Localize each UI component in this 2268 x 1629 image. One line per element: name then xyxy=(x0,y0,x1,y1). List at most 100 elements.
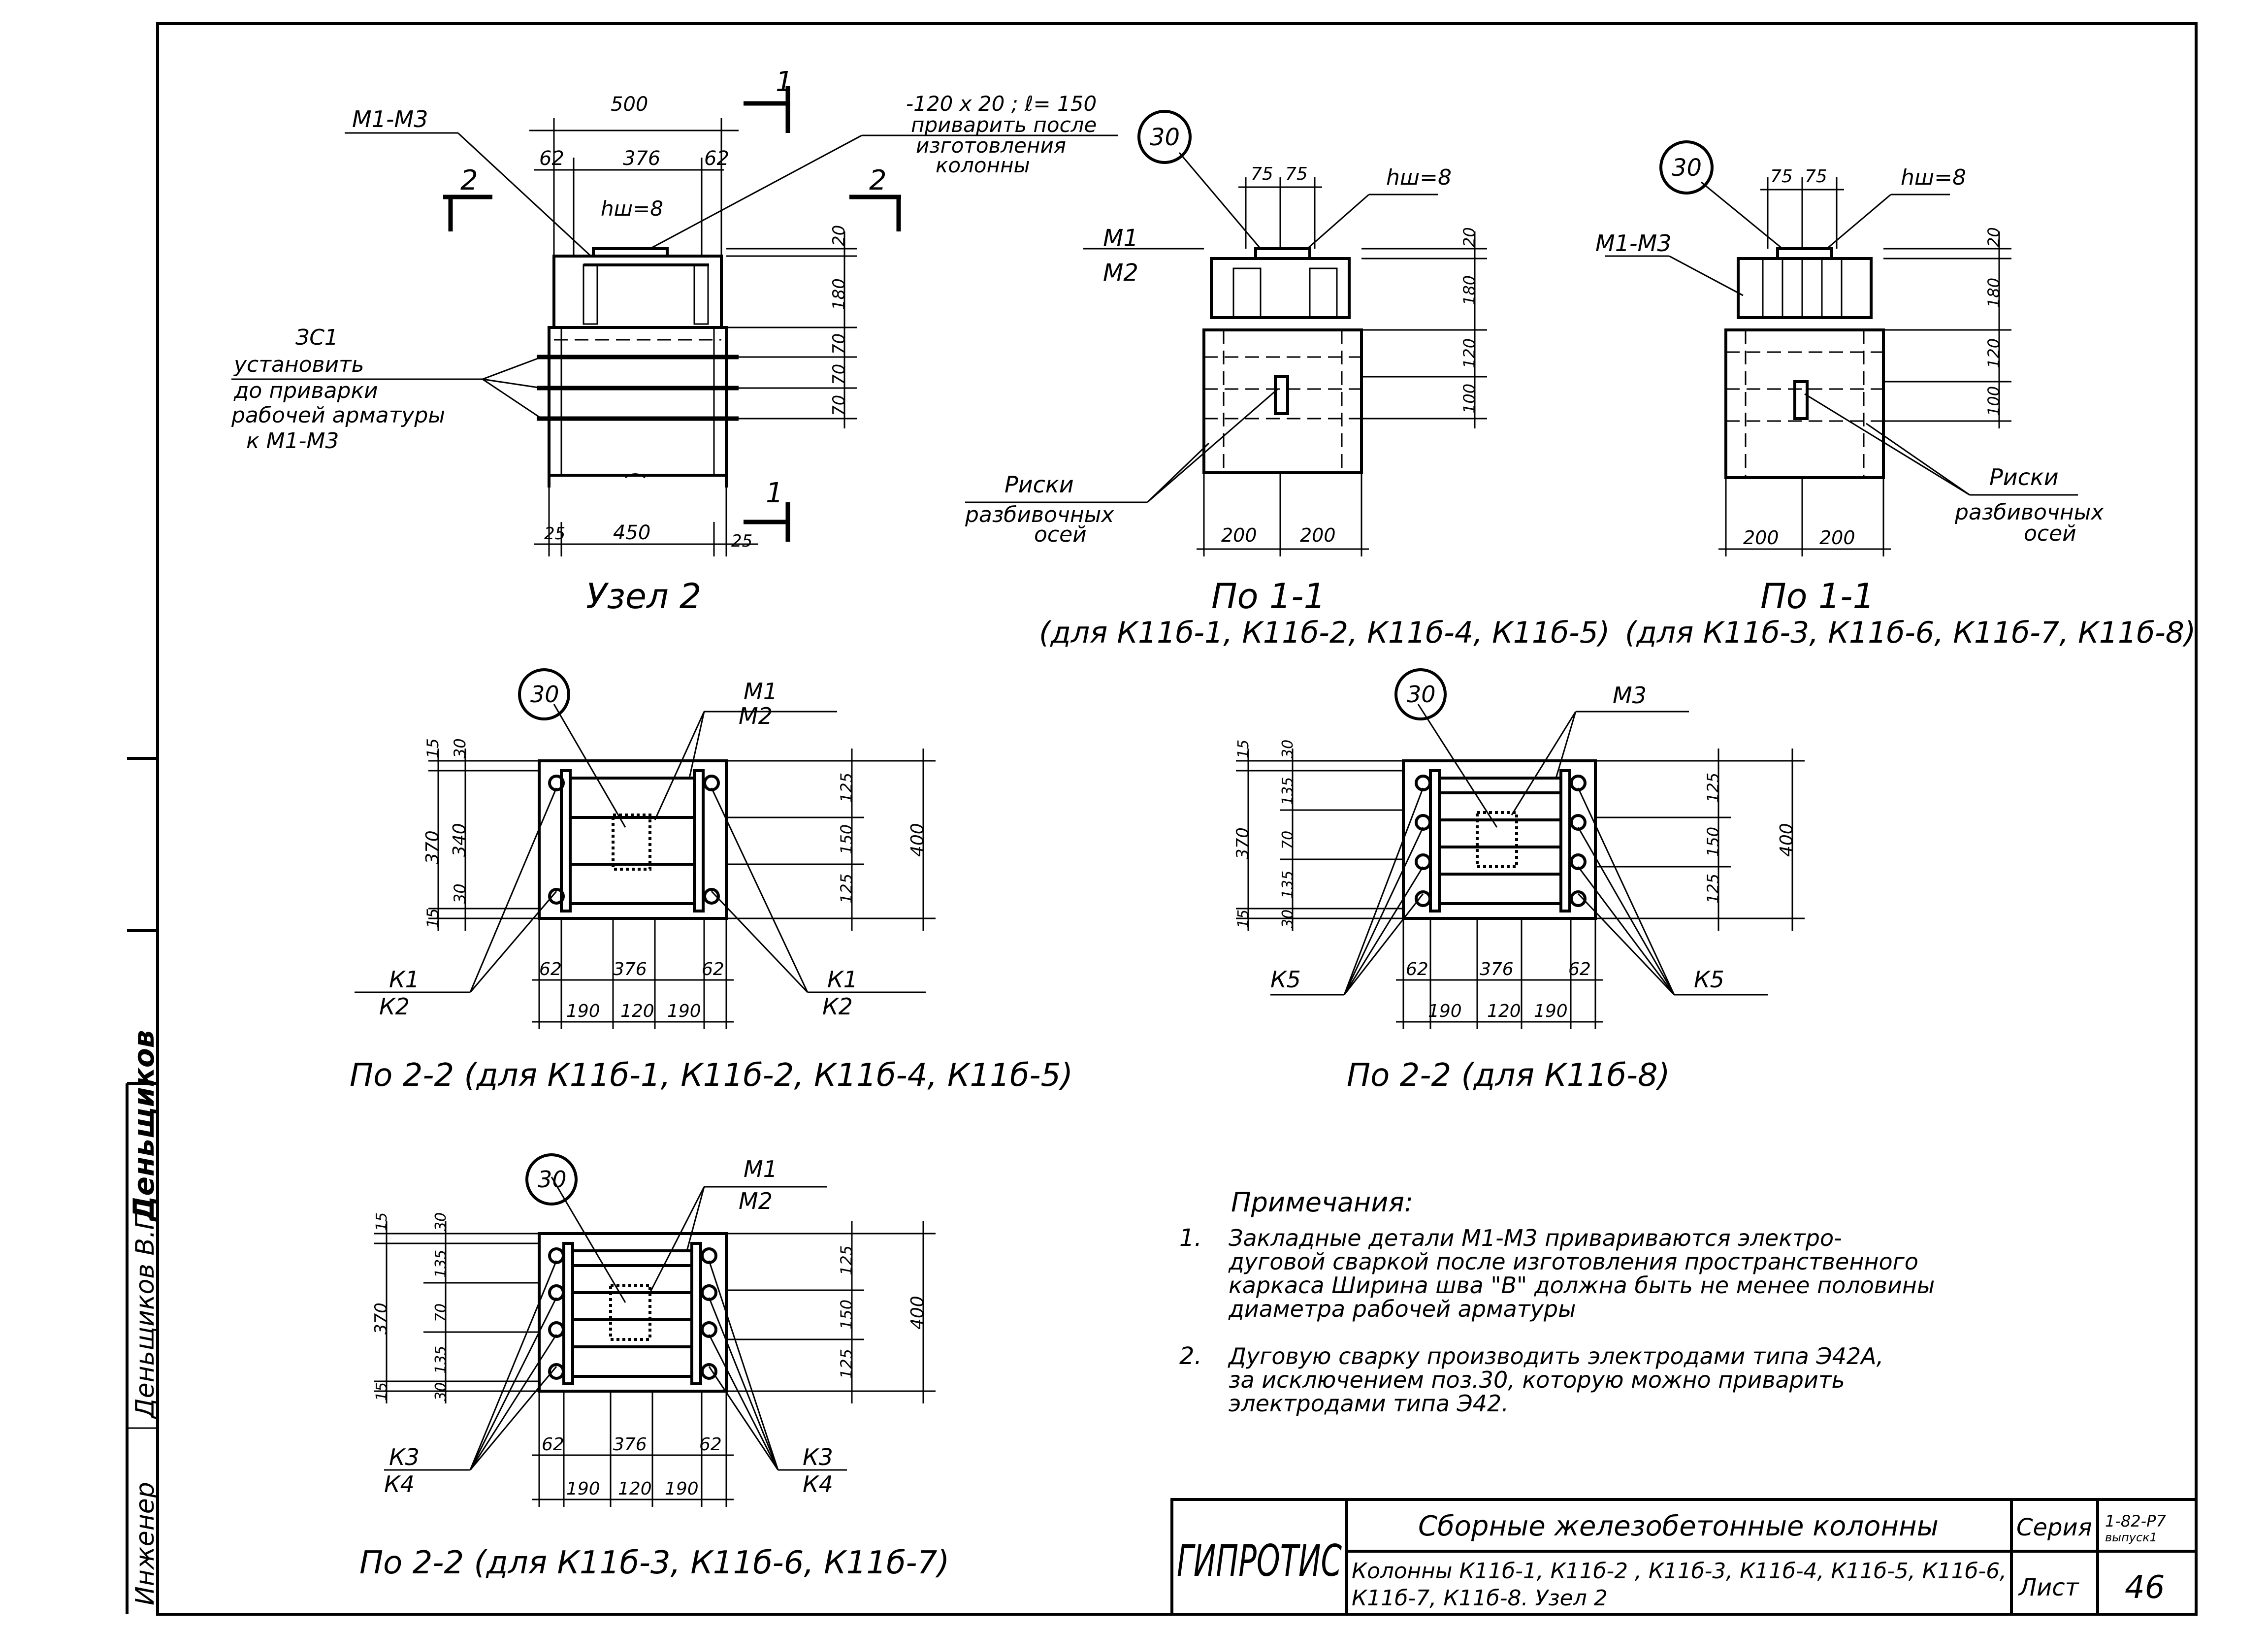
uzel-2-note-zs-1: ЗС1 xyxy=(295,325,338,350)
section-1-1-a-note-1: Риски xyxy=(1004,471,1074,498)
uzel-2-dim-62b: 62 xyxy=(704,147,729,170)
stamp-series-label: Серия xyxy=(2016,1514,2092,1541)
section-2-2-c-k4-left: К4 xyxy=(384,1471,415,1498)
section-2-2-a-dim-125b: 125 xyxy=(837,874,856,904)
note-1-line-4: диаметра рабочей арматуры xyxy=(1228,1296,1576,1322)
stamp-org: ГИПРОТИС xyxy=(1177,1535,1342,1586)
uzel-2-dim-25b: 25 xyxy=(731,531,752,551)
section-1-1-b-dim-180: 180 xyxy=(1984,278,2003,308)
section-2-2-a-dim-62b: 62 xyxy=(702,959,724,979)
section-1-1-a-dim-200b: 200 xyxy=(1300,524,1336,546)
section-2-2-a-dim-376: 376 xyxy=(613,959,647,979)
section-2-2-b-pos: 30 xyxy=(1407,681,1436,708)
section-2-2-a-dim-30a: 30 xyxy=(451,738,469,758)
section-2-2-c-dim-370: 370 xyxy=(371,1303,391,1335)
section-2-2-a-title: По 2-2 (для К11б-1, К11б-2, К11б-4, К11б… xyxy=(350,1057,1073,1094)
section-2-2-b-k5-right: К5 xyxy=(1694,966,1724,993)
section-1-1-b-note-2: разбивочных xyxy=(1954,500,2104,525)
section-1-1-a-weld-h: hш=8 xyxy=(1386,165,1452,190)
section-2-2-b-dim-135a: 135 xyxy=(1279,777,1296,805)
section-2-2-c-dim-70: 70 xyxy=(432,1303,450,1322)
stamp-series-value: 1-82-Р7 xyxy=(2105,1512,2166,1531)
stamp-title: Сборные железобетонные колонны xyxy=(1418,1510,1939,1542)
section-2-2-c-title: По 2-2 (для К11б-3, К11б-6, К11б-7) xyxy=(359,1545,949,1581)
note-2-line-2: за исключением поз.30, которую можно при… xyxy=(1229,1367,1845,1393)
uzel-2-section-1-bottom: 1 xyxy=(766,477,783,509)
section-2-2-a-view xyxy=(355,704,936,1029)
section-1-1-a-title: По 1-1 xyxy=(1211,576,1326,617)
uzel-2-note-zs-4: рабочей арматуры xyxy=(231,403,445,428)
section-2-2-c-dim-190b: 190 xyxy=(665,1479,699,1499)
section-2-2-a-dim-400: 400 xyxy=(907,823,928,857)
section-2-2-a-dim-15a: 15 xyxy=(423,738,442,758)
section-1-1-b-dim-200b: 200 xyxy=(1819,527,1855,549)
section-2-2-a-k1-right: К1 xyxy=(827,966,858,993)
uzel-2-dim-25a: 25 xyxy=(544,524,565,544)
uzel-2-view xyxy=(231,86,1118,556)
section-2-2-c-dim-30a: 30 xyxy=(432,1212,450,1231)
section-1-1-a-dim-180: 180 xyxy=(1460,275,1479,305)
uzel-2-note-zs-3: до приварки xyxy=(233,378,378,403)
section-1-1-b-dim-75a: 75 xyxy=(1770,166,1793,187)
uzel-2-note-zs-2: установить xyxy=(233,352,364,377)
section-1-1-a-pos: 30 xyxy=(1150,124,1180,151)
section-2-2-c-k3-left: К3 xyxy=(389,1444,420,1470)
stamp-sheet-label: Лист xyxy=(2018,1574,2080,1601)
section-2-2-c-pos: 30 xyxy=(538,1166,567,1193)
section-1-1-b-mark: М1-М3 xyxy=(1595,230,1672,257)
section-2-2-c-dim-30b: 30 xyxy=(432,1382,450,1401)
note-1-line-3: каркаса Ширина шва "В" должна быть не ме… xyxy=(1229,1272,1935,1299)
section-1-1-b-weld-h: hш=8 xyxy=(1901,165,1966,190)
position-30-marker-d xyxy=(1394,668,1447,720)
section-2-2-c-dim-125a: 125 xyxy=(837,1245,856,1275)
section-2-2-a-k2-right: К2 xyxy=(822,993,853,1020)
section-2-2-c-dim-125b: 125 xyxy=(837,1349,856,1379)
section-2-2-a-dim-30b: 30 xyxy=(451,883,469,904)
section-2-2-c-k4-right: К4 xyxy=(803,1471,833,1498)
section-1-1-a-subtitle: (для К11б-1, К11б-2, К11б-4, К11б-5) xyxy=(1039,616,1610,650)
position-30-marker-c xyxy=(518,668,570,720)
uzel-2-dim-70b: 70 xyxy=(829,364,849,385)
section-2-2-a-dim-120: 120 xyxy=(620,1001,654,1021)
section-2-2-b-dim-370: 370 xyxy=(1233,827,1253,859)
section-2-2-b-dim-376: 376 xyxy=(1480,959,1514,979)
section-1-1-b-title: По 1-1 xyxy=(1760,576,1875,617)
section-2-2-c-dim-62b: 62 xyxy=(699,1434,722,1455)
section-1-1-a-mark-m2: М2 xyxy=(1103,259,1138,287)
section-2-2-c-mark-m1: М1 xyxy=(744,1156,778,1182)
notes-heading: Примечания: xyxy=(1231,1187,1413,1218)
section-2-2-a-k1-left: К1 xyxy=(389,966,420,993)
section-2-2-b-dim-30a: 30 xyxy=(1279,740,1296,758)
section-1-1-b-note-3: осей xyxy=(2024,521,2076,546)
section-2-2-a-dim-15b: 15 xyxy=(423,908,442,928)
section-2-2-b-dim-125a: 125 xyxy=(1704,773,1722,803)
section-2-2-b-dim-135b: 135 xyxy=(1279,871,1296,899)
section-2-2-b-dim-190b: 190 xyxy=(1534,1001,1568,1021)
section-2-2-a-pos: 30 xyxy=(530,681,559,708)
section-1-1-a-view xyxy=(965,152,1487,556)
uzel-2-mark: М1-М3 xyxy=(352,106,428,132)
section-2-2-c-dim-15a: 15 xyxy=(373,1212,390,1231)
note-2-line-3: электродами типа Э42. xyxy=(1229,1390,1509,1417)
section-1-1-a-mark-m1: М1 xyxy=(1103,225,1138,252)
stamp-desc-1: Колонны К11б-1, К11б-2 , К11б-3, К11б-4,… xyxy=(1352,1559,2007,1584)
section-2-2-c-dim-135b: 135 xyxy=(432,1346,450,1374)
section-1-1-b-dim-75b: 75 xyxy=(1805,166,1827,187)
section-2-2-b-dim-120: 120 xyxy=(1487,1001,1521,1021)
section-2-2-c-dim-135a: 135 xyxy=(432,1250,450,1278)
section-2-2-b-mark: М3 xyxy=(1613,682,1647,709)
section-2-2-a-k2-left: К2 xyxy=(379,993,410,1020)
note-2-line-1: Дуговую сварку производить электродами т… xyxy=(1228,1343,1883,1369)
section-2-2-c-dim-190a: 190 xyxy=(566,1479,600,1499)
uzel-2-section-2-right: 2 xyxy=(869,164,887,196)
side-stamp-name: Деньщиков В.П. xyxy=(130,1203,160,1419)
uzel-2-dim-376: 376 xyxy=(623,147,660,170)
uzel-2-section-1-top: 1 xyxy=(776,66,793,98)
section-2-2-c-k3-right: К3 xyxy=(803,1444,833,1470)
section-2-2-c-dim-376: 376 xyxy=(613,1434,647,1455)
section-2-2-b-k5-left: К5 xyxy=(1270,966,1301,993)
section-2-2-b-title: По 2-2 (для К11б-8) xyxy=(1347,1057,1670,1094)
section-2-2-b-dim-70: 70 xyxy=(1279,831,1296,849)
section-1-1-b-pos: 30 xyxy=(1672,154,1702,182)
